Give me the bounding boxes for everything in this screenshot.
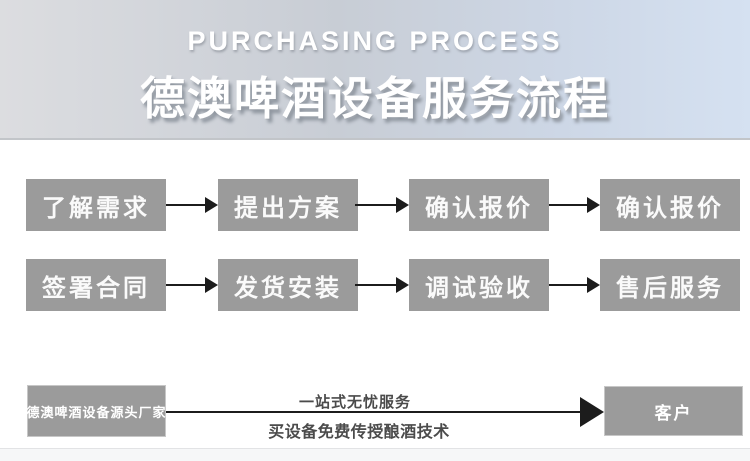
step-box-propose-plan: 提出方案 [218, 179, 358, 231]
bottom-arrow-shaft [166, 411, 584, 413]
arrow-head-icon [205, 277, 218, 293]
arrow-right-icon [355, 197, 409, 213]
step-box-after-sales: 售后服务 [600, 259, 740, 311]
step-box-confirm-quote-2: 确认报价 [600, 179, 740, 231]
arrow-shaft [355, 204, 396, 206]
arrow-right-icon [166, 277, 218, 293]
arrow-right-icon [166, 197, 218, 213]
step-box-sign-contract: 签署合同 [26, 259, 166, 311]
step-box-understand-needs: 了解需求 [26, 179, 166, 231]
bottom-arrow-head-icon [580, 397, 604, 427]
footer-bar [0, 448, 750, 461]
arrow-right-icon [355, 277, 409, 293]
factory-source-box: 德澳啤酒设备源头厂家 [27, 385, 166, 437]
arrow-head-icon [587, 197, 600, 213]
title-chinese: 德澳啤酒设备服务流程 [139, 73, 610, 124]
customer-box: 客户 [604, 386, 743, 436]
title-english: PURCHASING PROCESS [187, 26, 563, 56]
arrow-shaft [166, 204, 205, 206]
arrow-head-icon [396, 277, 409, 293]
service-text-line1: 一站式无忧服务 [298, 394, 411, 411]
arrow-head-icon [205, 197, 218, 213]
service-text-line2: 买设备免费传授酿酒技术 [268, 424, 450, 441]
arrow-shaft [549, 204, 587, 206]
arrow-shaft [355, 284, 396, 286]
step-box-debug-accept: 调试验收 [409, 259, 549, 311]
step-box-ship-install: 发货安装 [218, 259, 358, 311]
arrow-head-icon [396, 197, 409, 213]
arrow-shaft [549, 284, 587, 286]
arrow-right-icon [549, 277, 600, 293]
step-box-confirm-quote-1: 确认报价 [409, 179, 549, 231]
header-banner: PURCHASING PROCESS 德澳啤酒设备服务流程 [0, 0, 750, 140]
arrow-shaft [166, 284, 205, 286]
arrow-right-icon [549, 197, 600, 213]
arrow-head-icon [587, 277, 600, 293]
